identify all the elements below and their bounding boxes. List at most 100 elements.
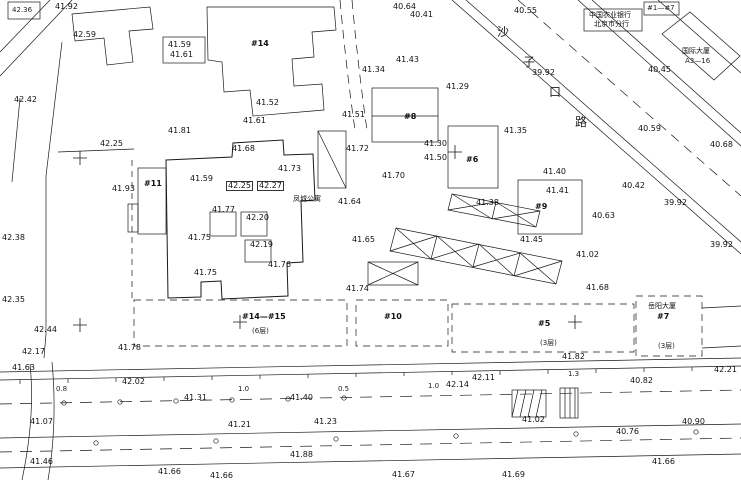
elevation-label: 41.46 <box>30 457 53 466</box>
elevation-label: 41.65 <box>352 235 375 244</box>
elevation-label: 42.44 <box>34 325 57 334</box>
elevation-label: 42.17 <box>22 347 45 356</box>
building-number-label: #8 <box>404 112 417 121</box>
note-label: 0.5 <box>338 385 350 393</box>
elevation-label: 41.73 <box>278 164 301 173</box>
elevation-label: 40.64 <box>393 2 416 11</box>
building-name-label: 国际大厦 <box>682 47 710 55</box>
elevation-label: 41.52 <box>256 98 279 107</box>
elevation-label: 41.50 <box>424 153 447 162</box>
elevation-label: 41.81 <box>168 126 191 135</box>
street-name-char: 子 <box>523 55 536 69</box>
elevation-label: 42.38 <box>2 233 25 242</box>
elevation-label: 40.90 <box>682 417 705 426</box>
elevation-label: 40.55 <box>514 6 537 15</box>
elevation-label: 41.02 <box>522 415 545 424</box>
elevation-label: 41.88 <box>290 450 313 459</box>
elevation-label: 41.61 <box>243 116 266 125</box>
elevation-label: 41.72 <box>346 144 369 153</box>
note-label: 1.3 <box>568 370 580 378</box>
note-label: A3—16 <box>685 57 711 65</box>
building-name-label: 岳阳大厦 <box>648 302 676 310</box>
note-label: 0.8 <box>56 385 68 393</box>
elevation-label: 41.68 <box>586 283 609 292</box>
elevation-label: 40.63 <box>592 211 615 220</box>
note-label: #1—#7 <box>647 4 675 12</box>
elevation-label: 40.76 <box>616 427 639 436</box>
street-name-char: 沙 <box>497 25 510 39</box>
north-road-centerline <box>339 0 368 131</box>
elevation-label: 40.59 <box>638 124 661 133</box>
elevation-label: 42.14 <box>446 380 469 389</box>
note-label: 1.0 <box>428 382 440 390</box>
building-number-label: #10 <box>384 312 402 321</box>
elevation-label: 41.75 <box>194 268 217 277</box>
west-boundary <box>11 41 135 359</box>
elevation-label: 41.40 <box>290 393 313 402</box>
elevation-label: 39.92 <box>710 240 733 249</box>
elevation-label: 42.59 <box>73 30 96 39</box>
elevation-label: 41.59 <box>190 174 213 183</box>
central-buildings <box>317 87 583 286</box>
elevation-label: 41.41 <box>546 186 569 195</box>
elevation-label: 41.43 <box>396 55 419 64</box>
elevation-label: 41.38 <box>476 198 499 207</box>
east-extension-lines <box>701 305 741 349</box>
elevation-label: 42.42 <box>14 95 37 104</box>
elevation-label: 41.21 <box>228 420 251 429</box>
elevation-label: 41.31 <box>184 393 207 402</box>
building-number-label: #9 <box>535 202 548 211</box>
elevation-label: 40.68 <box>710 140 733 149</box>
survey-cross-marks <box>73 145 582 332</box>
elevation-label: 42.02 <box>122 377 145 386</box>
elevation-label: 41.68 <box>232 144 255 153</box>
streetlight-symbols <box>61 395 699 446</box>
note-label: 42.36 <box>12 6 33 14</box>
boxed-elevation-label: 42.25 <box>226 181 253 191</box>
elevation-label: 42.19 <box>250 240 273 249</box>
building-number-label: #11 <box>144 179 162 188</box>
elevation-label: 41.29 <box>446 82 469 91</box>
elevation-label: 40.41 <box>410 10 433 19</box>
building-number-label: #14—#15 <box>242 312 286 321</box>
elevation-label: 41.02 <box>576 250 599 259</box>
south-slab-buildings <box>133 295 703 357</box>
elevation-label: 41.82 <box>562 352 585 361</box>
elevation-label: 39.92 <box>532 68 555 77</box>
building-name-label: 北京市分行 <box>594 20 629 28</box>
building-number-label: #6 <box>466 155 479 164</box>
elevation-label: 41.64 <box>338 197 361 206</box>
elevation-label: 41.07 <box>30 417 53 426</box>
elevation-label: 41.76 <box>268 260 291 269</box>
elevation-label: 41.75 <box>188 233 211 242</box>
note-label: (3层) <box>540 339 557 347</box>
northeast-blocks <box>583 1 741 81</box>
elevation-label: 41.40 <box>543 167 566 176</box>
elevation-label: 39.92 <box>664 198 687 207</box>
elevation-label: 41.92 <box>55 2 78 11</box>
elevation-label: 42.20 <box>246 213 269 222</box>
elevation-label: 41.51 <box>342 110 365 119</box>
diagonal-avenue <box>451 0 741 255</box>
elevation-label: 41.67 <box>392 470 415 479</box>
elevation-label: 41.59 <box>168 40 191 49</box>
elevation-label: 41.45 <box>520 235 543 244</box>
note-label: (3层) <box>658 342 675 350</box>
elevation-label: 40.42 <box>622 181 645 190</box>
elevation-label: 42.21 <box>714 365 737 374</box>
northwest-buildings <box>71 6 337 117</box>
elevation-label: 41.69 <box>502 470 525 479</box>
elevation-label: 41.66 <box>652 457 675 466</box>
topleft-street <box>0 0 73 77</box>
building-number-label: #14 <box>251 39 269 48</box>
street-name-char: 口 <box>549 85 562 99</box>
elevation-label: 42.35 <box>2 295 25 304</box>
elevation-label: 40.82 <box>630 376 653 385</box>
elevation-label: 41.66 <box>158 467 181 476</box>
elevation-label: 42.11 <box>472 373 495 382</box>
building-name-label: 中国农业银行 <box>589 11 631 19</box>
elevation-label: 41.93 <box>112 184 135 193</box>
